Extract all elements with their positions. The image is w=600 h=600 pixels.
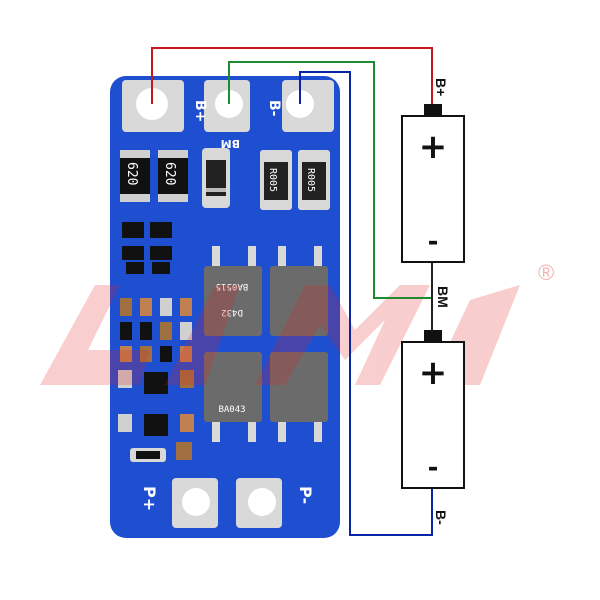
battery-bottom: + -	[401, 330, 465, 489]
mosfet-4	[270, 352, 328, 442]
mosfet-1: BA0515 D432	[204, 246, 262, 336]
resistor-code: 620	[162, 162, 177, 185]
mosfet-mark: BA043	[218, 405, 245, 415]
silk-b-minus: B-	[266, 100, 282, 117]
resistor-620-a: 620	[120, 150, 150, 202]
label-bm: BM	[435, 286, 451, 308]
resistor-620-b: 620	[158, 150, 188, 202]
resistor-code: R005	[305, 168, 316, 192]
battery-positive-symbol: +	[419, 353, 448, 393]
label-b-plus: B+	[433, 78, 449, 96]
watermark-logo	[40, 285, 520, 385]
wire-b-plus	[151, 47, 433, 104]
wires	[151, 47, 433, 536]
diode	[202, 148, 230, 208]
battery-positive-symbol: +	[419, 127, 448, 167]
silk-bm: BM	[221, 137, 240, 150]
label-b-minus: B-	[433, 510, 449, 525]
silk-p-minus: P-	[296, 486, 315, 504]
resistor-code: 620	[124, 162, 139, 185]
wire-b-minus	[299, 71, 433, 536]
shunt-r005-b: R005	[298, 150, 330, 210]
battery-negative-symbol: -	[428, 227, 439, 257]
shunt-r005-a: R005	[260, 150, 292, 210]
resistor-code: R005	[267, 168, 278, 192]
small-ic-group	[122, 222, 172, 274]
pcb-board: B+ B- BM 620 620 R005	[110, 76, 340, 538]
mosfet-mark: BA0515	[216, 281, 249, 291]
battery-negative-symbol: -	[428, 453, 439, 483]
mosfet-3: BA043	[204, 352, 262, 442]
mosfet-2	[270, 246, 328, 336]
silk-p-plus: P+	[140, 486, 159, 511]
registered-mark: ®	[538, 260, 554, 285]
silk-b-plus: B+	[192, 100, 208, 122]
passive-components	[118, 298, 194, 462]
battery-top: + -	[401, 104, 465, 263]
mosfet-mark: D432	[221, 307, 243, 317]
